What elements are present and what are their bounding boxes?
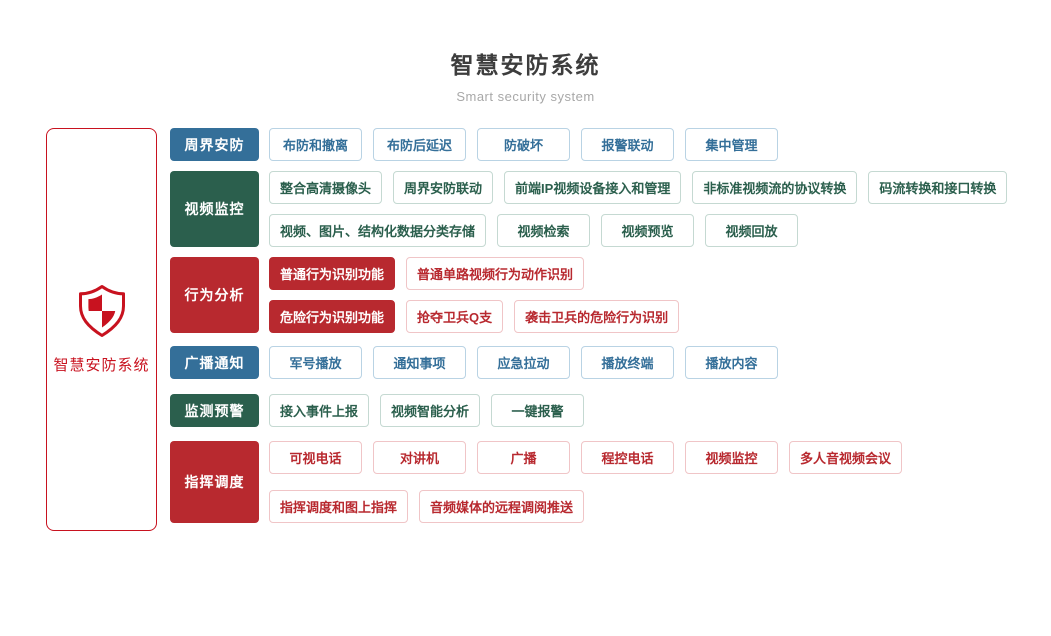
feature-node: 多人音视频会议 [789,441,903,474]
feature-node: 视频预览 [601,214,695,247]
feature-node: 布防和撤离 [269,128,362,161]
page-header: 智慧安防系统 Smart security system [0,46,1051,104]
feature-node: 视频检索 [497,214,591,247]
category-block: 指挥调度可视电话对讲机广播程控电话视频监控多人音视频会议指挥调度和图上指挥音频媒… [170,441,903,523]
feature-rows: 可视电话对讲机广播程控电话视频监控多人音视频会议指挥调度和图上指挥音频媒体的远程… [269,441,903,523]
category-block: 视频监控整合高清摄像头周界安防联动前端IP视频设备接入和管理非标准视频流的协议转… [170,171,1008,247]
feature-node: 视频智能分析 [380,394,481,427]
feature-row: 接入事件上报视频智能分析一键报警 [269,394,585,427]
category-box: 监测预警 [170,394,259,427]
feature-node: 一键报警 [491,394,585,427]
feature-node: 视频回放 [705,214,799,247]
feature-node: 军号播放 [269,346,362,379]
feature-node: 对讲机 [373,441,466,474]
category-block: 周界安防布防和撤离布防后延迟防破坏报警联动集中管理 [170,128,778,161]
feature-rows: 普通行为识别功能普通单路视频行为动作识别危险行为识别功能抢夺卫兵Q支袭击卫兵的危… [269,257,680,333]
diagram: 智慧安防系统 周界安防布防和撤离布防后延迟防破坏报警联动集中管理视频监控整合高清… [46,128,1008,531]
feature-rows: 军号播放通知事项应急拉动播放终端播放内容 [269,346,778,379]
feature-node: 播放终端 [581,346,674,379]
feature-node: 普通单路视频行为动作识别 [406,257,585,290]
feature-node: 视频、图片、结构化数据分类存储 [269,214,487,247]
feature-node: 整合高清摄像头 [269,171,383,204]
feature-node: 播放内容 [685,346,778,379]
feature-row: 危险行为识别功能抢夺卫兵Q支袭击卫兵的危险行为识别 [269,300,680,333]
category-block: 广播通知军号播放通知事项应急拉动播放终端播放内容 [170,346,778,379]
feature-node: 可视电话 [269,441,362,474]
feature-node: 视频监控 [685,441,778,474]
feature-node: 防破坏 [477,128,570,161]
feature-node: 袭击卫兵的危险行为识别 [514,300,680,333]
feature-node: 程控电话 [581,441,674,474]
feature-node: 接入事件上报 [269,394,370,427]
feature-node: 报警联动 [581,128,674,161]
page-subtitle: Smart security system [456,89,595,104]
feature-node: 前端IP视频设备接入和管理 [504,171,682,204]
category-box: 指挥调度 [170,441,259,523]
feature-row: 视频、图片、结构化数据分类存储视频检索视频预览视频回放 [269,214,1007,247]
feature-node: 布防后延迟 [373,128,466,161]
feature-row: 指挥调度和图上指挥音频媒体的远程调阅推送 [269,490,902,523]
feature-node: 指挥调度和图上指挥 [269,490,409,523]
feature-node: 非标准视频流的协议转换 [692,171,858,204]
category-box: 行为分析 [170,257,259,333]
feature-rows: 布防和撤离布防后延迟防破坏报警联动集中管理 [269,128,778,161]
category-box: 视频监控 [170,171,259,247]
feature-node: 危险行为识别功能 [269,300,396,333]
feature-node: 应急拉动 [477,346,570,379]
feature-rows: 接入事件上报视频智能分析一键报警 [269,394,585,427]
feature-row: 可视电话对讲机广播程控电话视频监控多人音视频会议 [269,441,903,474]
root-node: 智慧安防系统 [46,128,157,531]
category-box: 广播通知 [170,346,259,379]
feature-node: 抢夺卫兵Q支 [406,300,504,333]
feature-node: 集中管理 [685,128,778,161]
feature-node: 周界安防联动 [393,171,494,204]
page-title: 智慧安防系统 [450,52,601,78]
feature-row: 普通行为识别功能普通单路视频行为动作识别 [269,257,679,290]
shield-icon [78,285,125,337]
category-column: 周界安防布防和撤离布防后延迟防破坏报警联动集中管理视频监控整合高清摄像头周界安防… [170,128,1008,531]
feature-row: 整合高清摄像头周界安防联动前端IP视频设备接入和管理非标准视频流的协议转换码流转… [269,171,1008,204]
category-block: 行为分析普通行为识别功能普通单路视频行为动作识别危险行为识别功能抢夺卫兵Q支袭击… [170,257,680,333]
feature-node: 普通行为识别功能 [269,257,396,290]
feature-rows: 整合高清摄像头周界安防联动前端IP视频设备接入和管理非标准视频流的协议转换码流转… [269,171,1008,247]
feature-row: 布防和撤离布防后延迟防破坏报警联动集中管理 [269,128,778,161]
feature-row: 军号播放通知事项应急拉动播放终端播放内容 [269,346,778,379]
feature-node: 音频媒体的远程调阅推送 [419,490,585,523]
category-box: 周界安防 [170,128,259,161]
root-label: 智慧安防系统 [53,357,150,374]
feature-node: 码流转换和接口转换 [868,171,1008,204]
feature-node: 通知事项 [373,346,466,379]
feature-node: 广播 [477,441,570,474]
category-block: 监测预警接入事件上报视频智能分析一键报警 [170,394,585,427]
